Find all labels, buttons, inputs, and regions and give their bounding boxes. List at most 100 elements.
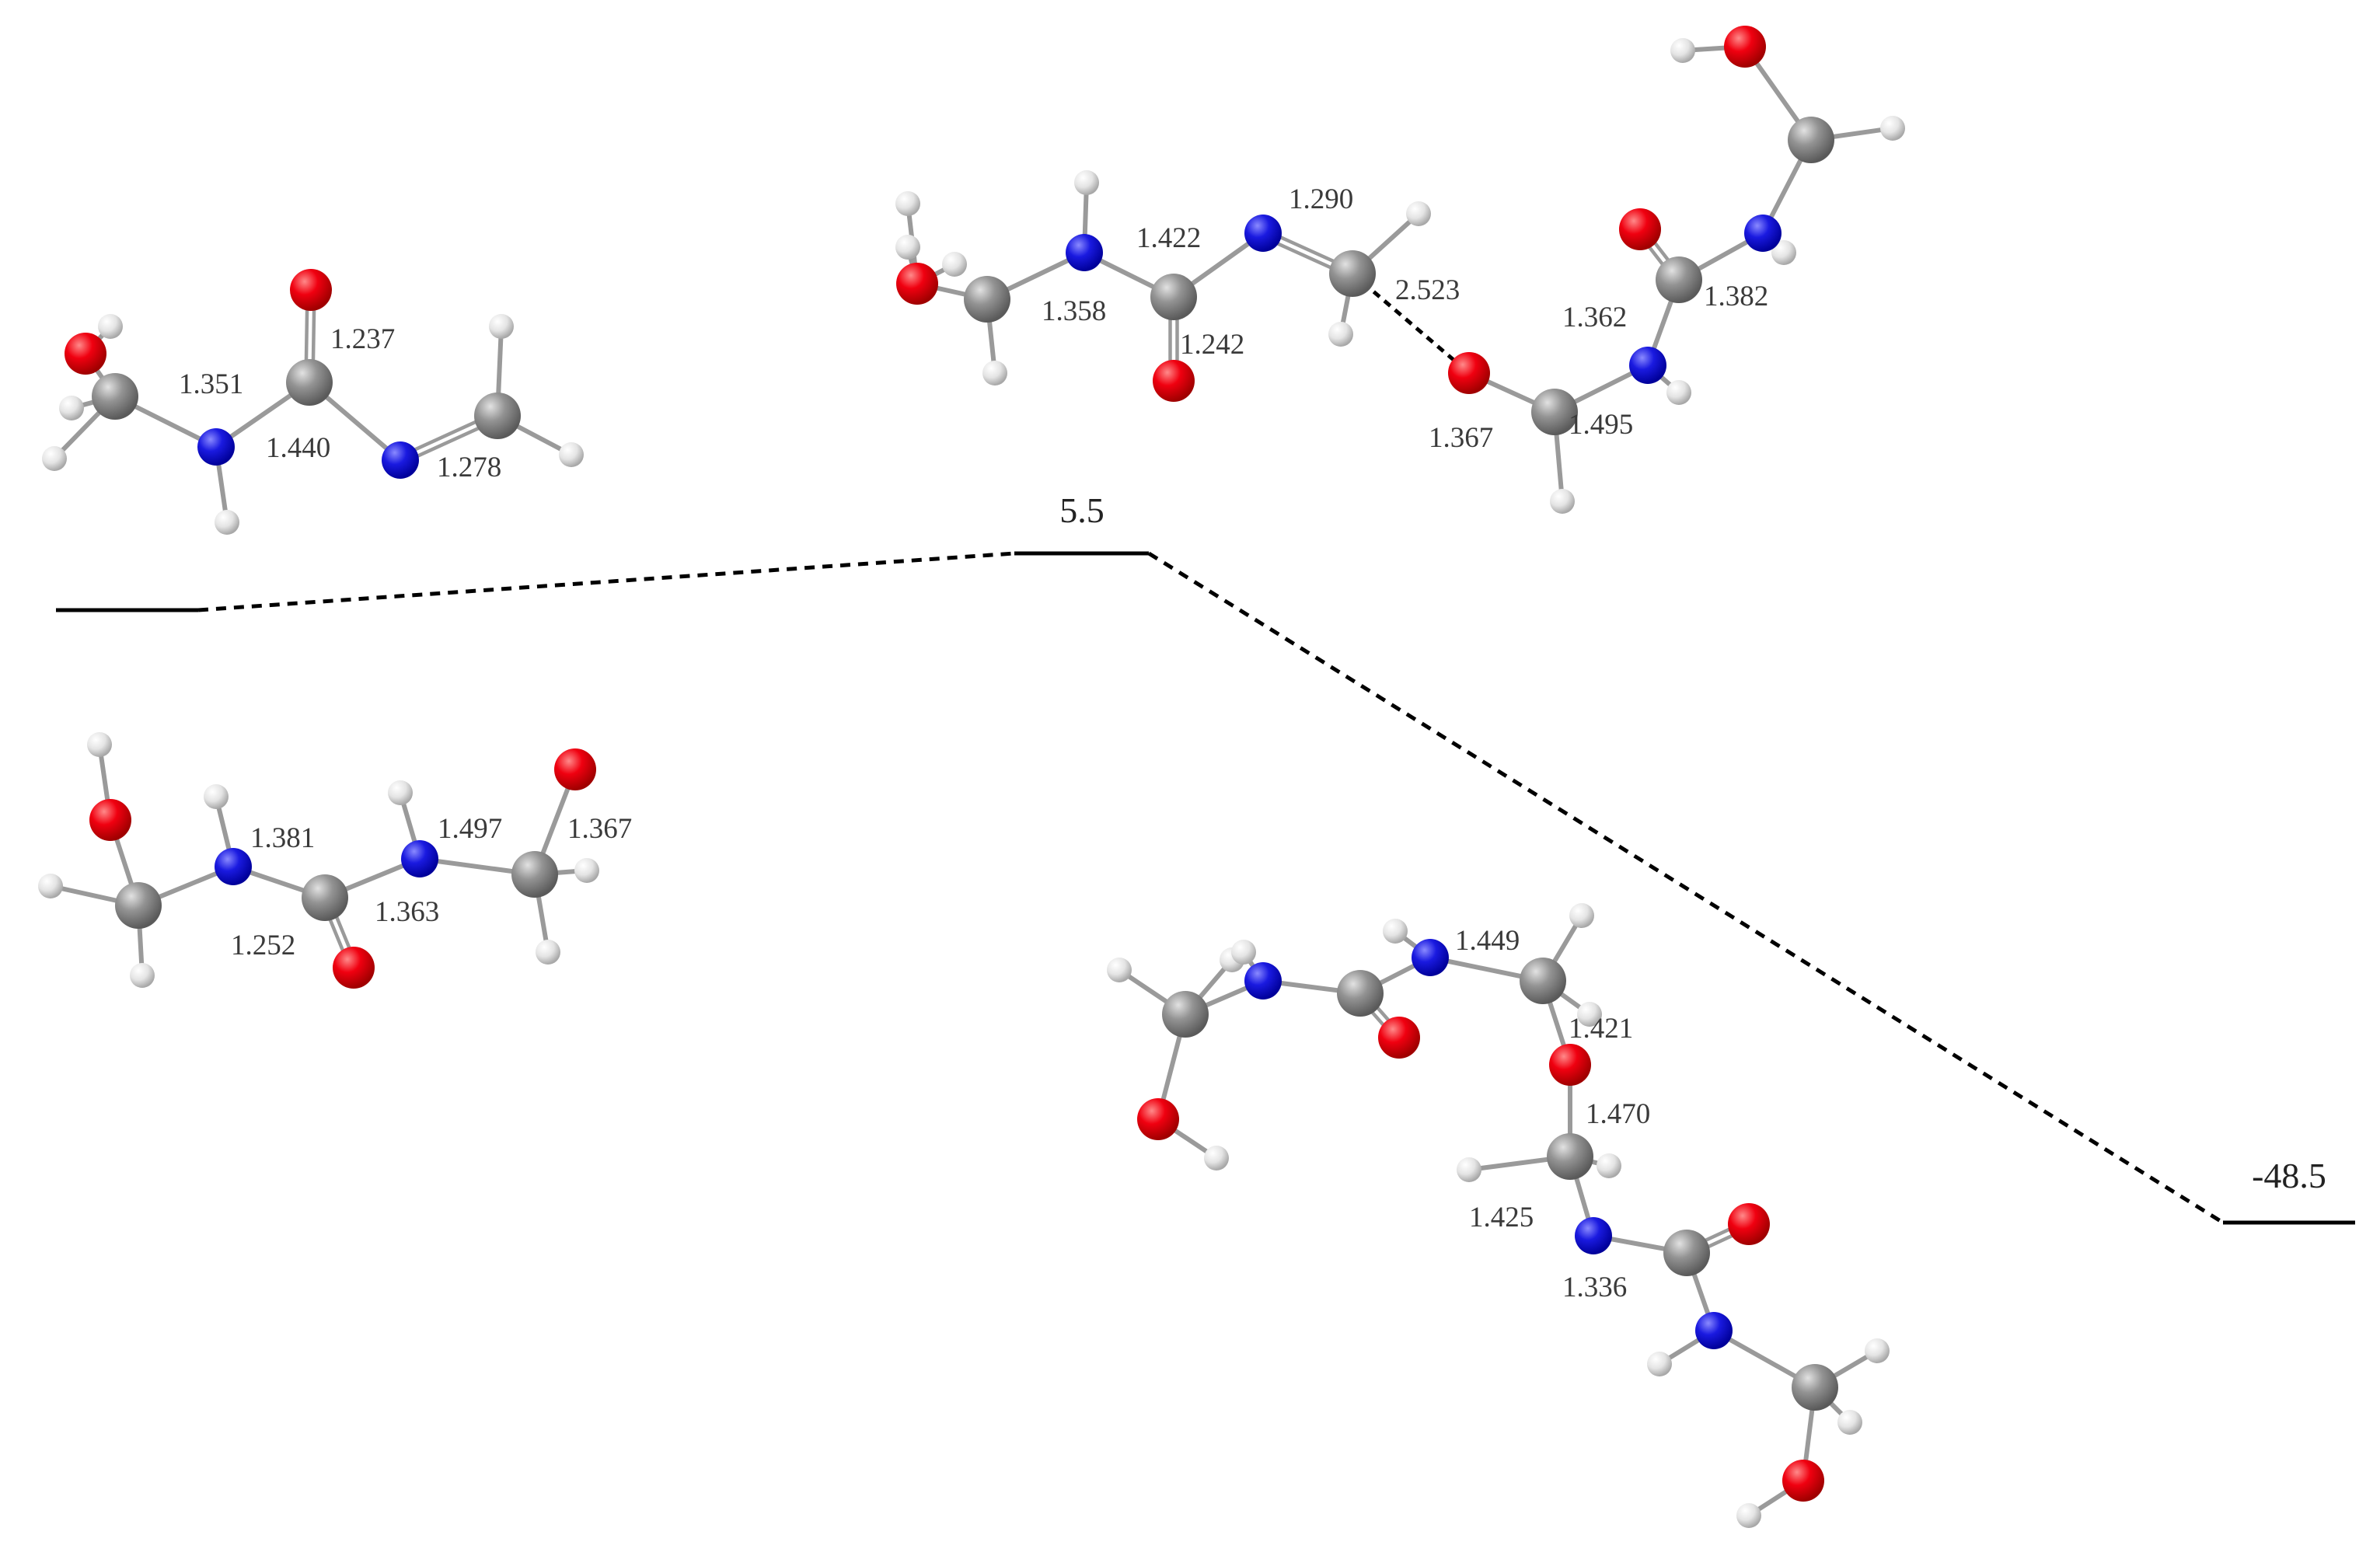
oxygen-atom — [1619, 208, 1661, 250]
bond-length-label: 1.242 — [1180, 329, 1244, 361]
product-energy-label: -48.5 — [2252, 1156, 2326, 1195]
carbon-atom — [1150, 274, 1197, 320]
bond-length-label: 1.351 — [179, 368, 243, 400]
oxygen-atom — [1724, 26, 1766, 68]
bond-length-label: 1.367 — [567, 813, 632, 845]
oxygen-atom — [1782, 1460, 1824, 1502]
bond-length-label: 1.363 — [375, 896, 439, 928]
bond-length-label: 1.425 — [1469, 1202, 1534, 1233]
molecule-reactant-a: 1.237 1.351 1.440 1.278 — [42, 269, 584, 535]
hydrogen-atom — [895, 235, 920, 260]
hydrogen-atom — [942, 252, 967, 277]
hydrogen-atom — [204, 784, 229, 809]
bond-length-label: 1.422 — [1136, 222, 1201, 254]
nitrogen-atom — [1629, 347, 1666, 384]
ts-energy-label: 5.5 — [1059, 490, 1105, 530]
carbon-atom — [1656, 256, 1702, 303]
hydrogen-atom — [1597, 1153, 1621, 1178]
hydrogen-atom — [1736, 1503, 1761, 1528]
nitrogen-atom — [215, 848, 252, 885]
hydrogen-atom — [130, 963, 155, 988]
hydrogen-atom — [1647, 1352, 1672, 1376]
oxygen-atom — [1728, 1203, 1770, 1245]
forming-bond-dash — [1351, 272, 1471, 375]
hydrogen-atom — [42, 446, 67, 471]
nitrogen-atom — [1244, 962, 1282, 1000]
hydrogen-atom — [1837, 1410, 1862, 1435]
bond-length-label: 1.495 — [1569, 409, 1633, 441]
hydrogen-atom — [38, 874, 63, 898]
hydrogen-atom — [574, 858, 599, 883]
bond-length-label: 1.367 — [1429, 422, 1493, 454]
ts-to-product-connector — [1147, 551, 2225, 1225]
energy-levels: 5.5 -48.5 — [56, 490, 2355, 1225]
nitrogen-atom — [382, 441, 419, 479]
hydrogen-atom — [1406, 201, 1431, 226]
oxygen-atom — [1448, 352, 1490, 394]
carbon-atom — [1788, 117, 1834, 163]
oxygen-atom — [333, 947, 375, 989]
hydrogen-atom — [1074, 170, 1099, 195]
hydrogen-atom — [1569, 903, 1594, 928]
oxygen-atom — [554, 748, 596, 790]
carbon-atom — [1531, 389, 1578, 435]
oxygen-atom — [1549, 1044, 1591, 1086]
hydrogen-atom — [98, 314, 123, 339]
carbon-atom — [1520, 958, 1566, 1004]
hydrogen-atom — [895, 191, 920, 216]
carbon-atom — [286, 359, 333, 406]
bond-length-label: 1.381 — [250, 822, 315, 854]
carbon-atom — [1162, 991, 1209, 1038]
oxygen-atom — [290, 269, 332, 311]
bond-length-label: 1.336 — [1562, 1272, 1627, 1303]
carbon-atom — [964, 276, 1010, 323]
molecule-transition-state: 1.2901.4221.3581.2422.5231.3621.3821.367… — [895, 26, 1905, 514]
nitrogen-atom — [1066, 234, 1103, 271]
nitrogen-atom — [197, 428, 235, 466]
carbon-atom — [1547, 1133, 1593, 1180]
hydrogen-atom — [1666, 380, 1691, 405]
carbon-atom — [302, 874, 348, 921]
bond-length-label: 1.362 — [1562, 302, 1627, 333]
hydrogen-atom — [1880, 116, 1905, 141]
bond-length-label: 1.290 — [1289, 183, 1353, 215]
hydrogen-atom — [1771, 240, 1796, 265]
nitrogen-atom — [1695, 1312, 1733, 1349]
nitrogen-atom — [401, 840, 438, 877]
bond-length-label: 1.440 — [266, 432, 330, 464]
oxygen-atom — [1378, 1017, 1420, 1059]
reactant-to-ts-connector — [197, 551, 1015, 612]
hydrogen-atom — [215, 510, 239, 535]
hydrogen-atom — [388, 780, 413, 805]
hydrogen-atom — [1328, 322, 1353, 347]
oxygen-atom — [896, 263, 938, 305]
bond-length-label: 2.523 — [1395, 274, 1460, 306]
carbon-atom — [511, 851, 558, 898]
hydrogen-atom — [59, 396, 84, 420]
carbon-atom — [1792, 1364, 1838, 1411]
nitrogen-atom — [1244, 215, 1282, 252]
bond-length-label: 1.421 — [1569, 1013, 1633, 1045]
bond-length-label: 1.237 — [330, 323, 395, 355]
carbon-atom — [1337, 970, 1384, 1017]
hydrogen-atom — [982, 361, 1007, 386]
hydrogen-atom — [1231, 940, 1256, 965]
bond-length-label: 1.470 — [1586, 1098, 1650, 1130]
oxygen-atom — [89, 799, 131, 841]
bond-length-label: 1.278 — [437, 452, 501, 483]
bond-length-label: 1.449 — [1455, 925, 1520, 957]
hydrogen-atom — [559, 442, 584, 467]
hydrogen-atom — [1383, 919, 1408, 944]
molecule-product: 1.449 1.421 1.470 1.425 1.336 — [1107, 903, 1890, 1528]
carbon-atom — [1663, 1230, 1710, 1276]
nitrogen-atom — [1575, 1217, 1612, 1254]
hydrogen-atom — [489, 314, 514, 339]
oxygen-atom — [65, 333, 106, 375]
carbon-atom — [115, 882, 162, 929]
bond-length-label: 1.252 — [231, 930, 295, 961]
carbon-atom — [474, 392, 521, 439]
hydrogen-atom — [1670, 38, 1695, 63]
hydrogen-atom — [536, 940, 560, 965]
